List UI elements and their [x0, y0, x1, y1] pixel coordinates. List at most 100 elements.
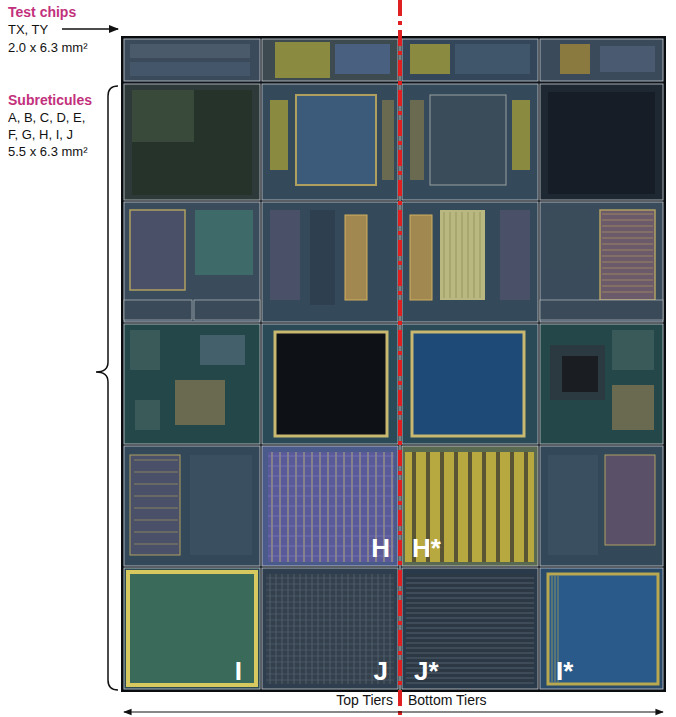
circuit-block — [310, 210, 335, 305]
pointer-arrow — [62, 28, 118, 30]
circuit-wiring — [406, 603, 534, 604]
circuit-block — [195, 210, 253, 275]
circuit-wiring — [266, 584, 394, 585]
circuit-wiring — [602, 232, 653, 233]
circuit-wiring — [406, 608, 534, 609]
circuit-wiring — [268, 466, 394, 467]
circuit-block — [600, 210, 655, 300]
circuit-wiring — [266, 590, 394, 591]
circuit-wiring — [266, 578, 394, 579]
circuit-wiring — [462, 212, 463, 298]
subreticule-tile — [124, 202, 260, 322]
subreticule-tile — [402, 568, 538, 689]
circuit-block — [132, 90, 252, 195]
circuit-wiring — [602, 268, 653, 269]
test-chip-block — [560, 44, 590, 74]
subreticule-tile — [124, 39, 260, 81]
circuit-block — [605, 455, 655, 545]
circuit-block — [562, 356, 598, 392]
circuit-block — [345, 215, 367, 300]
circuit-wiring — [266, 638, 394, 639]
test-chip-block — [130, 62, 250, 76]
circuit-block — [548, 574, 658, 684]
circuit-wiring — [456, 212, 457, 298]
circuit-wiring — [444, 212, 480, 298]
circuit-wiring — [406, 638, 534, 639]
circuit-block — [132, 90, 655, 195]
circuit-wiring — [602, 238, 653, 239]
circuit-wiring — [482, 452, 486, 562]
annotation-text: 2.0 x 6.3 mm² — [8, 40, 87, 55]
circuit-wiring — [406, 648, 534, 649]
circuit-wiring — [602, 250, 653, 251]
circuit-block — [130, 455, 180, 555]
test-chip-block — [410, 44, 450, 74]
circuit-wiring — [524, 452, 528, 562]
circuit-wiring — [602, 244, 653, 245]
subreticule-tile — [262, 446, 398, 566]
circuit-wiring — [134, 460, 178, 461]
subreticule-tile — [540, 84, 663, 200]
circuit-block — [545, 210, 590, 270]
circuit-wiring — [268, 506, 394, 507]
subreticule-letter: H — [371, 534, 390, 562]
circuit-wiring — [602, 286, 653, 287]
reticle-panel — [122, 37, 665, 691]
subreticule-letter: I — [235, 657, 242, 685]
subreticule-tile — [262, 39, 398, 81]
circuit-block — [130, 330, 160, 370]
circuit-block — [430, 95, 506, 185]
annotation-text: 5.5 x 6.3 mm² — [8, 144, 87, 159]
circuit-block — [382, 100, 394, 180]
subreticule-tile — [124, 446, 260, 566]
circuit-wiring — [266, 620, 394, 621]
circuit-block — [410, 100, 424, 180]
subreticule-tile — [540, 446, 663, 566]
circuit-wiring — [266, 626, 394, 627]
circuit-wiring — [266, 602, 394, 603]
circuit-block — [296, 95, 376, 185]
circuit-wiring — [268, 516, 394, 517]
circuit-wiring — [266, 596, 394, 597]
circuit-block — [194, 300, 260, 320]
subreticule-tile — [402, 84, 538, 200]
subreticule-tile — [262, 84, 398, 200]
circuit-wiring — [268, 496, 394, 497]
circuit-wiring — [450, 212, 451, 298]
circuit-block — [410, 215, 432, 300]
circuit-wiring — [468, 212, 469, 298]
circuit-block — [512, 100, 530, 170]
circuit-block — [270, 100, 288, 170]
subreticule-tile — [262, 202, 398, 322]
circuit-block — [266, 574, 394, 684]
subreticule-label-box: I* — [540, 568, 663, 689]
circuit-wiring — [268, 476, 394, 477]
circuit-wiring — [406, 598, 534, 599]
circuit-block — [612, 385, 654, 430]
circuit-wiring — [454, 452, 458, 562]
dimension-arrow — [124, 711, 663, 712]
circuit-block — [548, 455, 598, 555]
circuit-wiring — [552, 576, 553, 682]
curly-brace — [96, 86, 118, 690]
circuit-wiring — [406, 633, 534, 634]
test-chip-block — [275, 42, 330, 78]
subreticule-tile — [402, 324, 538, 444]
subreticule-label-box: H* — [402, 446, 538, 566]
subreticule-tile — [540, 324, 663, 444]
circuit-wiring — [474, 212, 475, 298]
subreticule-tile — [262, 324, 398, 444]
circuit-wiring — [602, 262, 653, 263]
circuit-wiring — [134, 532, 178, 533]
subreticule-label-box: H — [262, 446, 398, 566]
circuit-wiring — [406, 628, 534, 629]
circuit-block — [275, 332, 387, 436]
subreticule-letter: J — [374, 657, 388, 685]
circuit-block — [175, 380, 225, 425]
subreticule-tile — [540, 568, 663, 689]
circuit-wiring — [268, 456, 394, 457]
subreticule-tile — [540, 202, 663, 322]
circuit-block — [270, 210, 300, 300]
circuit-wiring — [480, 212, 481, 298]
